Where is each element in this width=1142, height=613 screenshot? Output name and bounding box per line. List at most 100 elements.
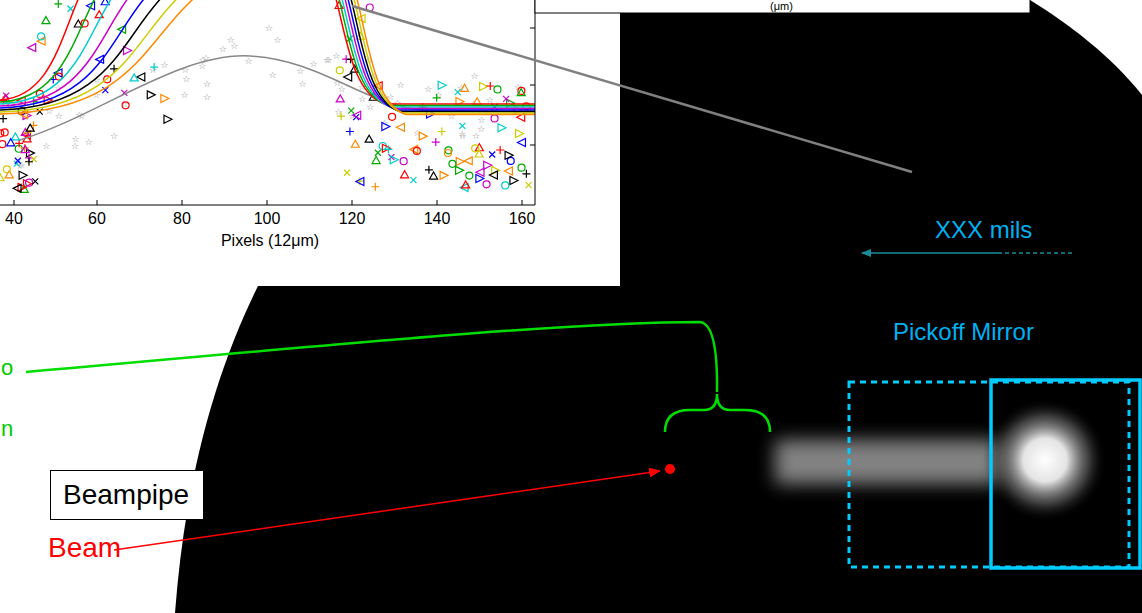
fit-curve [0, 0, 198, 114]
tick-label: 100 [254, 210, 281, 228]
star-marker: ☆ [227, 35, 235, 45]
data-marker [15, 139, 23, 147]
star-marker: ☆ [219, 44, 227, 54]
circle-marker [26, 179, 33, 186]
label-box: Beampipe [50, 470, 204, 520]
data-marker [150, 63, 158, 71]
data-marker [147, 91, 155, 99]
data-marker [336, 95, 344, 102]
data-marker [161, 94, 169, 102]
star-marker: ☆ [71, 141, 79, 151]
star-marker: ☆ [120, 99, 128, 109]
circle-marker [466, 172, 473, 179]
data-marker [54, 0, 62, 8]
data-marker [337, 112, 345, 120]
data-marker [356, 177, 364, 185]
circle-marker [494, 86, 501, 93]
star-marker: ☆ [161, 60, 169, 70]
tick-label: 140 [424, 210, 451, 228]
data-marker [353, 111, 361, 119]
data-marker [425, 166, 433, 174]
fit-curve [350, 0, 535, 112]
x-tick [14, 200, 15, 205]
y-tick [530, 85, 535, 86]
data-marker [124, 47, 132, 55]
data-marker [459, 123, 465, 129]
data-marker [7, 139, 15, 146]
data-marker [13, 184, 21, 192]
circle-marker [491, 115, 498, 122]
x-tick [97, 200, 98, 205]
mirror-label: Pickoff Mirror [893, 318, 1034, 346]
fit-curve [347, 0, 535, 110]
star-marker: ☆ [459, 131, 467, 141]
data-marker [455, 89, 461, 95]
circle-marker [413, 147, 420, 154]
axis-title: Pixels (12μm) [221, 232, 319, 250]
data-marker [344, 170, 350, 176]
data-marker [346, 128, 354, 136]
circle-marker [38, 33, 45, 40]
data-marker [401, 171, 409, 178]
circle-marker [389, 113, 396, 120]
circle-marker [472, 145, 479, 152]
data-marker [382, 122, 390, 130]
star-marker: ☆ [397, 80, 405, 90]
data-marker [25, 158, 33, 166]
gap-leader [26, 322, 717, 392]
data-marker [15, 158, 21, 164]
circle-marker [518, 164, 525, 171]
x-tick [437, 200, 438, 205]
right-axis [535, 0, 536, 205]
fit-curve [356, 0, 535, 115]
cut-label: n [1, 416, 13, 441]
data-marker [456, 158, 464, 166]
star-marker: ☆ [203, 79, 211, 89]
data-marker [351, 140, 359, 147]
data-marker [504, 167, 512, 175]
zoom-leader [352, 6, 912, 172]
tick-label: 40 [5, 210, 23, 228]
star-marker: ☆ [299, 79, 307, 89]
data-marker [475, 150, 483, 157]
x-tick [522, 200, 523, 205]
data-marker [11, 133, 19, 140]
data-marker [516, 130, 524, 138]
data-marker [365, 135, 373, 142]
data-marker [486, 82, 494, 90]
tick-label: 120 [339, 210, 366, 228]
star-marker: ☆ [478, 115, 486, 125]
data-marker [410, 177, 416, 183]
circle-marker [3, 166, 10, 173]
data-marker [489, 151, 495, 157]
star-marker: ☆ [472, 131, 480, 141]
chart-panel [0, 0, 620, 286]
data-marker [484, 161, 492, 169]
data-marker [110, 65, 118, 73]
data-marker [419, 132, 427, 140]
mirror-outline [991, 380, 1140, 568]
star-marker: ☆ [366, 102, 374, 112]
data-marker [348, 108, 354, 114]
data-marker [517, 139, 525, 147]
data-marker [510, 177, 518, 185]
cut-label: o [1, 355, 13, 380]
x-tick [182, 200, 183, 205]
star-marker: ☆ [265, 23, 273, 33]
beam-streak [775, 440, 1000, 484]
distance-arrow [862, 252, 1000, 254]
data-marker [438, 81, 446, 89]
star-marker: ☆ [358, 94, 366, 104]
data-marker [476, 168, 484, 176]
data-marker [390, 156, 398, 164]
y-tick [530, 145, 535, 146]
data-marker [438, 128, 446, 136]
star-marker: ☆ [110, 131, 118, 141]
circle-marker [483, 181, 490, 188]
data-marker [371, 183, 379, 191]
star-marker: ☆ [55, 111, 63, 121]
data-marker [433, 94, 441, 102]
star-marker: ☆ [181, 90, 189, 100]
data-marker [462, 181, 470, 188]
data-marker [505, 151, 513, 159]
